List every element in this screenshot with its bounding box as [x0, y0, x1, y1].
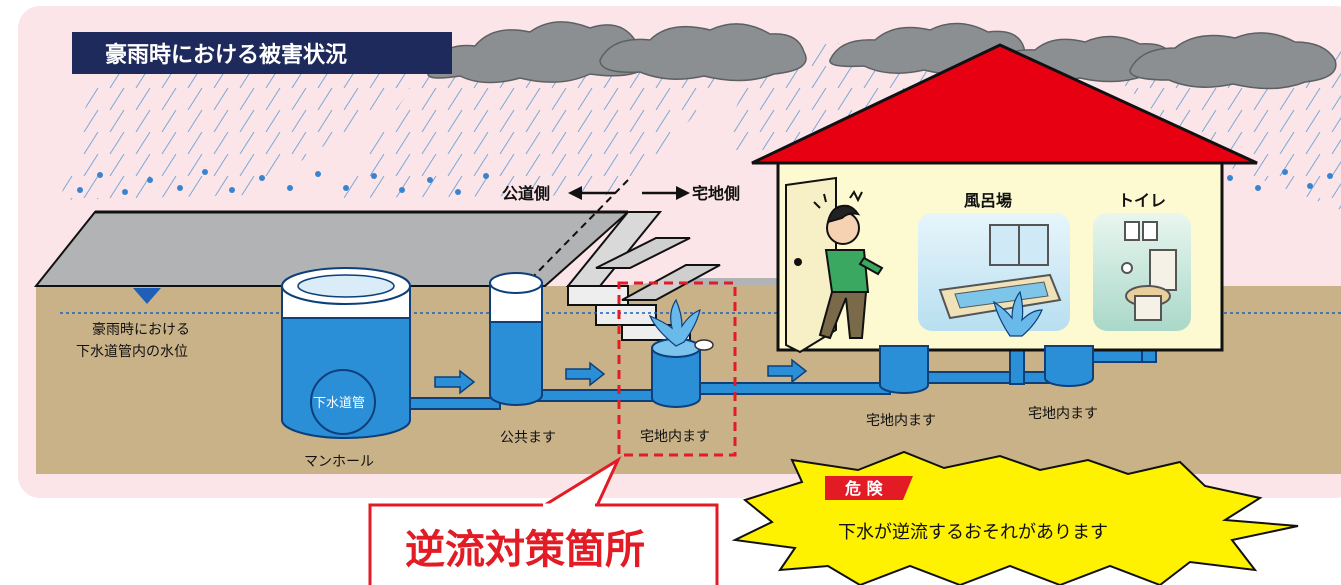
- rain-drop: [147, 177, 153, 183]
- rain-drop: [229, 187, 235, 193]
- bathtub: [938, 224, 1062, 337]
- public-basin-label: 公共ます: [500, 430, 556, 446]
- water-level-label-2: 下水道管内の水位: [76, 344, 188, 360]
- rain-drop: [1227, 175, 1233, 181]
- boundary-line: [519, 179, 629, 291]
- manhole: [281, 267, 411, 439]
- rain-drop: [177, 185, 183, 191]
- rain-drop: [1327, 173, 1333, 179]
- rain-drop: [455, 189, 461, 195]
- rain-drop: [1255, 185, 1261, 191]
- flow-arrows: [434, 358, 808, 395]
- rain-drop: [122, 189, 128, 195]
- sewer-pipe-label: 下水道管: [313, 396, 365, 411]
- water-level-label-1: 豪雨時における: [92, 322, 190, 338]
- side-arrows: [568, 186, 690, 200]
- rain-drop: [259, 175, 265, 181]
- backflow-callout-text: 逆流対策箇所: [405, 527, 645, 573]
- water-level-marker: [133, 288, 161, 304]
- toilet-fixture: [1121, 221, 1177, 321]
- toilet-label: トイレ: [1118, 191, 1166, 210]
- property-side-label: 宅地側: [692, 184, 740, 203]
- startled-person: [818, 204, 884, 340]
- rain-drop: [343, 185, 349, 191]
- sewer-pipes: [379, 329, 1157, 410]
- alarm-marks: [813, 190, 863, 209]
- bathroom-label: 風呂場: [964, 191, 1012, 210]
- rain-drop: [399, 187, 405, 193]
- title-bar: [72, 32, 452, 74]
- rain-drop: [202, 169, 208, 175]
- backflow-focus-box: [617, 281, 737, 457]
- rain-drop: [77, 187, 83, 193]
- rain-drop: [371, 173, 377, 179]
- rain-drops: [77, 169, 1333, 195]
- diagram-title: 豪雨時における被害状況: [105, 42, 347, 68]
- warning-text: 下水が逆流するおそれがあります: [838, 522, 1108, 543]
- rain-drop: [97, 172, 103, 178]
- rain-drop: [315, 171, 321, 177]
- private-basin-2: [879, 345, 929, 394]
- rain-drop: [1307, 183, 1313, 189]
- private-basin-3: [1044, 345, 1094, 387]
- rain-drop: [287, 185, 293, 191]
- road-side-label: 公道側: [502, 184, 550, 203]
- rain-drop: [427, 177, 433, 183]
- backflow-callout: [368, 456, 719, 585]
- rain-drop: [1282, 169, 1288, 175]
- danger-badge-text: 危 険: [845, 479, 884, 498]
- rain-drop: [483, 173, 489, 179]
- danger-badge: [825, 476, 913, 500]
- private-basin-1-label: 宅地内ます: [640, 429, 710, 445]
- private-basin-2-label: 宅地内ます: [866, 413, 936, 429]
- manhole-label: マンホール: [304, 454, 374, 470]
- public-basin: [489, 272, 543, 406]
- private-basin-1: [648, 298, 714, 408]
- private-basin-3-label: 宅地内ます: [1028, 406, 1098, 422]
